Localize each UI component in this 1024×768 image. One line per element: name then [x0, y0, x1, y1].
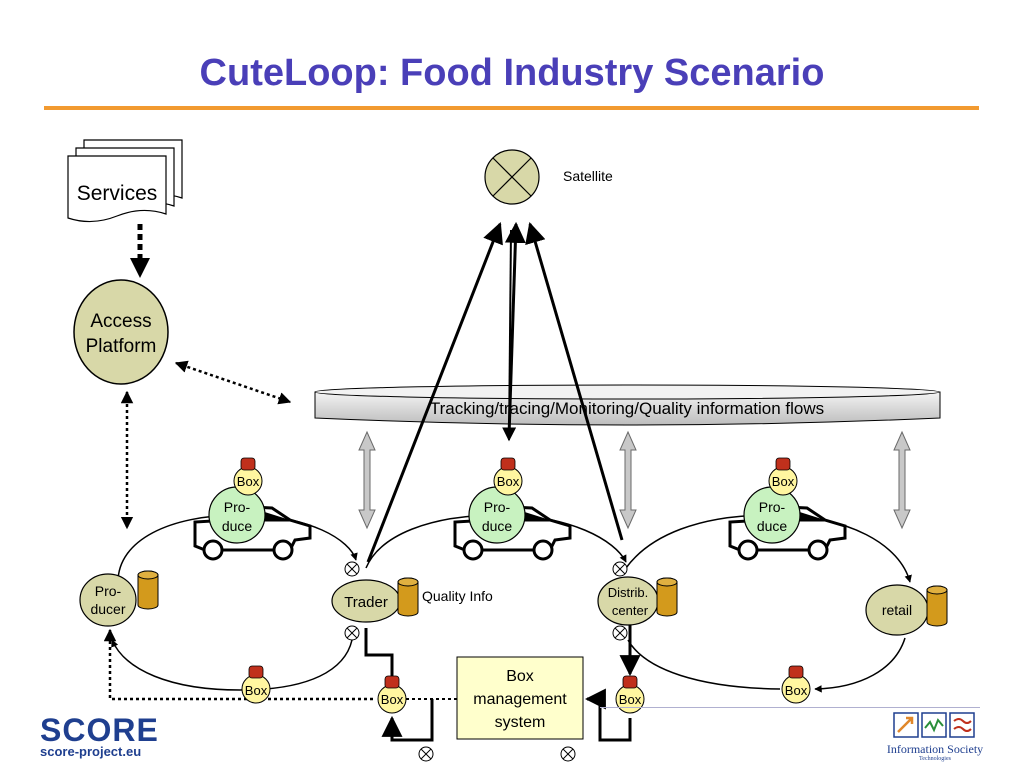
produce-1-label-1: Pro- [224, 499, 251, 515]
box-mgmt-label-1: Box [506, 668, 534, 685]
title-underline [44, 106, 979, 110]
distrib-center-node: Distrib. center [597, 576, 678, 626]
access-platform-label-2: Platform [86, 336, 157, 357]
box-node-bottom-4: Box [781, 665, 811, 704]
sync-arrow-1-icon [358, 430, 376, 530]
ist-label: Information Society [886, 742, 984, 756]
loop-1-bottom [111, 639, 353, 691]
box-mgmt-label-2: management [473, 691, 567, 708]
ist-logo-icon [893, 712, 975, 738]
retail-label: retail [882, 602, 912, 618]
produce-1-box-label: Box [237, 474, 260, 489]
tracking-flows-bar: Tracking/tracing/Monitoring/Quality info… [314, 384, 941, 426]
produce-2-box-label: Box [497, 474, 520, 489]
quality-info-label: Quality Info [422, 588, 493, 604]
services-label: Services [77, 182, 158, 205]
score-logo-text: SCORE [40, 712, 159, 748]
box-to-producer-link [103, 628, 373, 701]
xor-symbol-5-icon [418, 746, 434, 762]
distrib-label-1: Distrib. [608, 585, 648, 600]
produce-node-1: Pro- duce Box [208, 457, 266, 544]
box-mgmt-label-3: system [495, 714, 546, 731]
box-node-bottom-3: Box [615, 675, 645, 714]
produce-3-label-2: duce [757, 518, 788, 534]
xor-symbol-2-icon [344, 625, 360, 641]
xor-symbol-1-icon [344, 561, 360, 577]
xor-symbol-3-icon [612, 561, 628, 577]
loop-3-bottom-left [627, 639, 781, 690]
box-node-bottom-2: Box [377, 675, 407, 714]
score-url: score-project.eu [40, 744, 142, 759]
satellite-to-produce-arrow [502, 229, 517, 442]
loop-3-bottom-right [814, 637, 906, 693]
mgmt-to-box-left [381, 699, 434, 742]
produce-3-box-label: Box [772, 474, 795, 489]
page-title: CuteLoop: Food Industry Scenario [199, 52, 825, 94]
services-arrowhead-icon [130, 258, 150, 278]
distrib-label-2: center [612, 603, 649, 618]
box-to-trader-link [364, 628, 394, 682]
box-bottom-1-label: Box [245, 683, 268, 698]
trader-node: Trader [331, 577, 419, 623]
score-logo: SCORE [40, 712, 159, 749]
producer-label-1: Pro- [95, 583, 122, 599]
produce-2-label-1: Pro- [484, 499, 511, 515]
produce-3-label-1: Pro- [759, 499, 786, 515]
tracking-flows-label: Tracking/tracing/Monitoring/Quality info… [430, 399, 824, 418]
box-bottom-2-label: Box [381, 692, 404, 707]
box-node-bottom-1: Box [241, 665, 271, 704]
sync-arrow-3-icon [893, 430, 911, 530]
access-platform-label-1: Access [90, 311, 151, 332]
access-to-flows-link [174, 360, 292, 405]
ist-sublabel: Technologies [919, 756, 951, 762]
produce-1-label-2: duce [222, 518, 253, 534]
trader-label: Trader [344, 594, 388, 611]
retail-node: retail [865, 584, 948, 636]
box-bottom-3-label: Box [619, 692, 642, 707]
box-to-mgmt-link [584, 688, 632, 742]
satellite-label: Satellite [563, 168, 613, 184]
xor-symbol-6-icon [560, 746, 576, 762]
sync-arrow-2-icon [619, 430, 637, 530]
produce-node-3: Pro- duce Box [743, 457, 801, 544]
producer-node: Pro- ducer [79, 570, 159, 627]
access-platform-node: Access Platform [73, 279, 169, 385]
footer-divider [600, 707, 980, 708]
box-bottom-4-label: Box [785, 683, 808, 698]
services-document-stack: Services [67, 139, 183, 223]
produce-node-2: Pro- duce Box [468, 457, 526, 544]
satellite-node [484, 149, 540, 205]
producer-label-2: ducer [90, 601, 125, 617]
trader-to-satellite-arrow [366, 222, 503, 563]
distrib-to-satellite-arrow [525, 221, 624, 541]
box-management-system: Box management system [456, 656, 584, 740]
produce-2-label-2: duce [482, 518, 513, 534]
xor-symbol-4-icon [612, 625, 628, 641]
